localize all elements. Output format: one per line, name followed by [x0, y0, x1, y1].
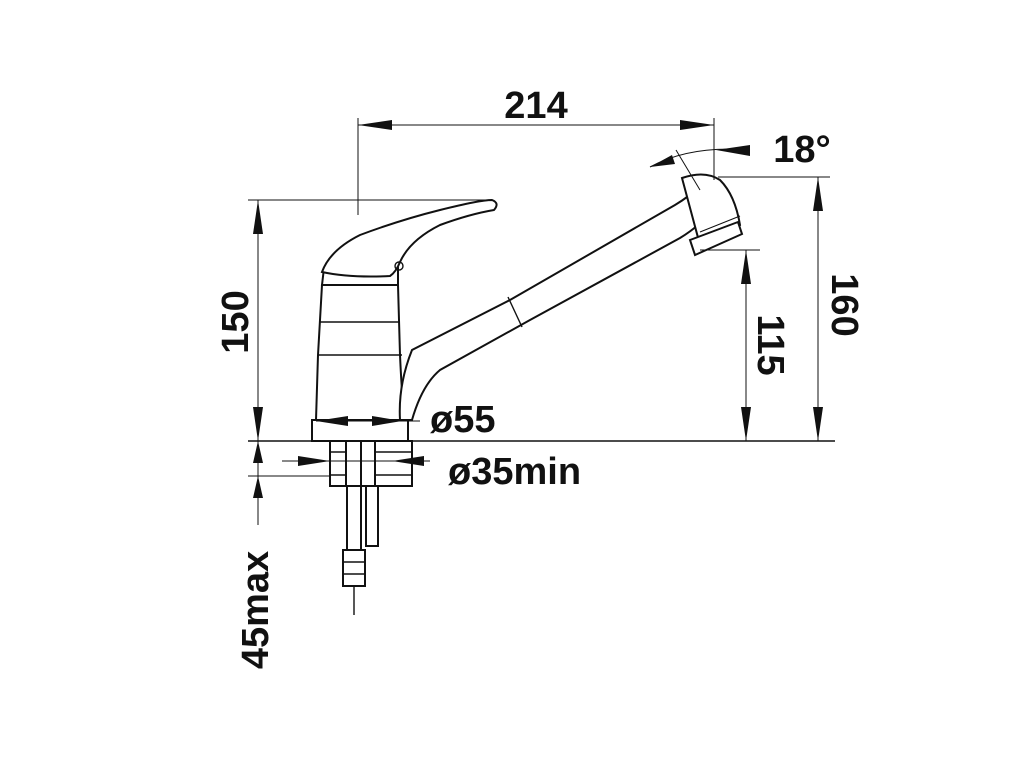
hole-diameter-label: ø35min: [448, 451, 581, 493]
faucet-body: [311, 198, 498, 442]
lever-handle: [320, 198, 498, 278]
dim-total-height: 160: [718, 176, 865, 441]
dim-hole-diameter: ø35min: [282, 451, 581, 493]
lever-height-arrow-top: [253, 200, 263, 234]
countertop-arrow-bottom: [253, 476, 263, 498]
dim-base-diameter: ø55: [316, 399, 495, 441]
total-height-arrow-top: [813, 177, 823, 211]
reach-label: 214: [504, 85, 567, 127]
spout-height-label: 115: [749, 314, 791, 375]
hose-connector: [342, 549, 366, 587]
base-diameter-label: ø55: [430, 399, 495, 441]
lever-height-label: 150: [215, 290, 257, 353]
reach-arrow-left: [358, 120, 392, 130]
spout-height-arrow-bottom: [741, 407, 751, 441]
hole-arrow-left: [298, 456, 330, 466]
angle-label: 18°: [773, 129, 830, 171]
countertop-arrow-top: [253, 441, 263, 463]
dim-countertop: 45max: [235, 441, 330, 669]
hose-right: [365, 485, 379, 547]
hose-left: [346, 485, 362, 551]
base-arrow-right: [372, 416, 402, 426]
angle-ref-line: [675, 149, 701, 191]
under-counter-fittings: [329, 440, 413, 615]
base-flange: [311, 419, 409, 442]
angle-arrow-right: [716, 145, 750, 156]
spray-nozzle: [688, 220, 744, 257]
reach-arrow-right: [680, 120, 714, 130]
hole-arrow-right: [392, 456, 424, 466]
dim-spout-height: 115: [700, 249, 791, 441]
angle-arrow-left: [650, 155, 675, 167]
total-height-arrow-bottom: [813, 407, 823, 441]
spout: [398, 173, 744, 421]
dim-lever-height: 150: [215, 199, 490, 441]
lever-screw: [394, 261, 404, 271]
dim-reach: 214: [357, 85, 715, 215]
lever-height-arrow-bottom: [253, 407, 263, 441]
countertop-label: 45max: [235, 551, 277, 669]
spout-height-arrow-top: [741, 250, 751, 284]
total-height-label: 160: [823, 273, 865, 336]
spout-joint: [507, 296, 523, 328]
dim-angle: 18°: [649, 129, 831, 191]
nozzle-ring: [699, 215, 741, 233]
base-arrow-left: [316, 416, 348, 426]
stud-sleeve: [360, 440, 376, 487]
body-cylinder: [314, 284, 407, 421]
